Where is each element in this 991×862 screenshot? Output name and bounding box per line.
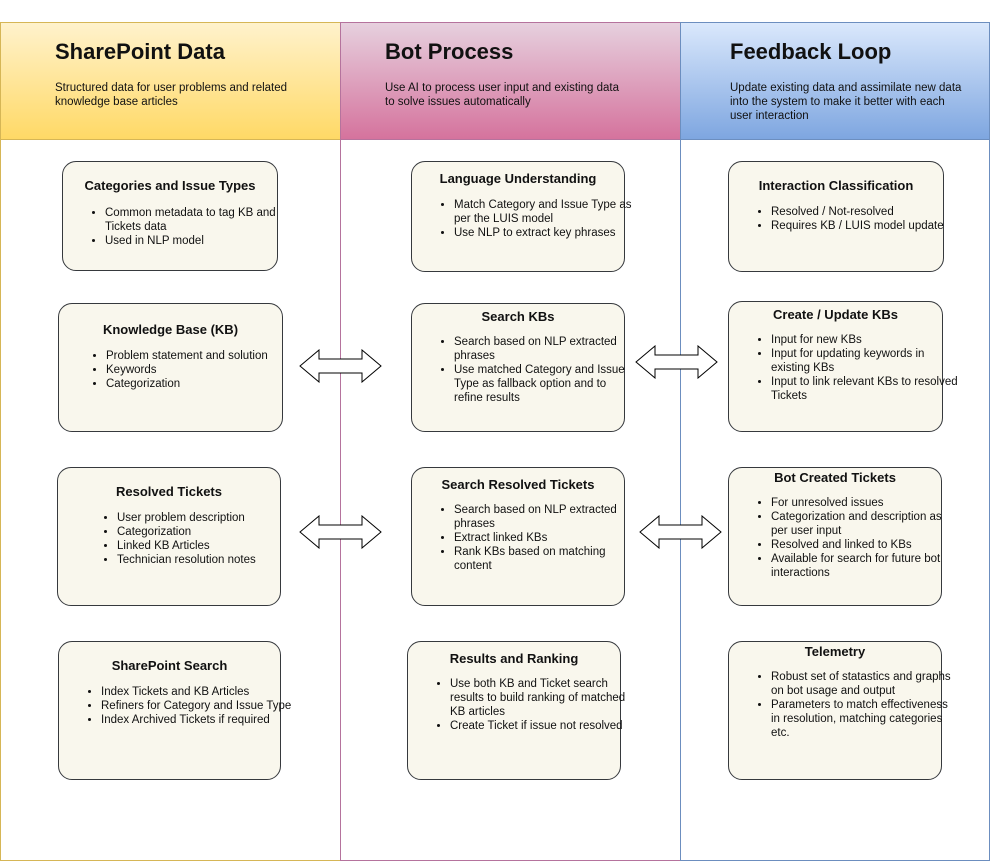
card-title: Telemetry [804, 644, 866, 659]
list-item: Search based on NLP extracted phrases [454, 335, 634, 363]
card-bot-created-tickets: Bot Created Tickets For unresolved issue… [728, 467, 942, 606]
list-item: Refiners for Category and Issue Type [101, 699, 297, 713]
card-knowledge-base: Knowledge Base (KB) Problem statement an… [58, 303, 283, 432]
column-header: Feedback Loop Update existing data and a… [681, 23, 989, 140]
card-create-update-kbs: Create / Update KBs Input for new KBs In… [728, 301, 958, 432]
column-bot-process: Bot Process Use AI to process user input… [340, 22, 681, 861]
list-item: Requires KB / LUIS model update [771, 219, 951, 233]
card-title: Search Resolved Tickets [441, 477, 595, 492]
double-arrow-icon [635, 345, 718, 379]
column-feedback-loop: Feedback Loop Update existing data and a… [680, 22, 990, 861]
double-arrow-icon [639, 515, 722, 549]
column-sharepoint-data: SharePoint Data Structured data for user… [0, 22, 341, 861]
column-title: SharePoint Data [55, 39, 225, 64]
card-title: Categories and Issue Types [84, 178, 256, 193]
column-header: SharePoint Data Structured data for user… [1, 23, 340, 140]
list-item: Categorization and description as per us… [771, 510, 959, 538]
card-list: Use both KB and Ticket search results to… [432, 677, 638, 733]
card-list: Input for new KBs Input for updating key… [753, 333, 959, 403]
list-item: Linked KB Articles [117, 539, 297, 553]
card-list: Search based on NLP extracted phrases Us… [436, 335, 634, 405]
list-item: Resolved and linked to KBs [771, 538, 959, 552]
column-subtitle: Structured data for user problems and re… [55, 82, 288, 108]
card-sharepoint-search: SharePoint Search Index Tickets and KB A… [58, 641, 291, 780]
list-item: Available for search for future bot inte… [771, 552, 959, 580]
card-list: For unresolved issues Categorization and… [753, 496, 959, 580]
list-item: Index Archived Tickets if required [101, 713, 297, 727]
card-results-ranking: Results and Ranking Use both KB and Tick… [407, 641, 625, 780]
card-list: Resolved / Not-resolved Requires KB / LU… [753, 205, 951, 233]
list-item: Index Tickets and KB Articles [101, 685, 297, 699]
card-title: Language Understanding [439, 171, 597, 186]
card-list: Index Tickets and KB Articles Refiners f… [83, 685, 297, 727]
list-item: Create Ticket if issue not resolved [450, 719, 638, 733]
list-item: Keywords [106, 363, 296, 377]
list-item: Search based on NLP extracted phrases [454, 503, 640, 531]
column-subtitle: Update existing data and assimilate new … [730, 82, 962, 122]
card-list: Search based on NLP extracted phrases Ex… [436, 503, 640, 573]
card-search-kbs: Search KBs Search based on NLP extracted… [411, 303, 625, 432]
card-title: Resolved Tickets [116, 484, 222, 499]
card-telemetry: Telemetry Robust set of statastics and g… [728, 641, 951, 780]
list-item: Extract linked KBs [454, 531, 640, 545]
list-item: Resolved / Not-resolved [771, 205, 951, 219]
list-item: Used in NLP model [105, 234, 283, 248]
list-item: User problem description [117, 511, 297, 525]
card-title: Search KBs [481, 309, 555, 324]
list-item: Input to link relevant KBs to resolved T… [771, 375, 959, 403]
list-item: Input for updating keywords in existing … [771, 347, 959, 375]
double-arrow-icon [299, 349, 382, 383]
column-header: Bot Process Use AI to process user input… [341, 23, 680, 140]
card-title: Knowledge Base (KB) [102, 322, 239, 337]
list-item: Categorization [117, 525, 297, 539]
card-list: Match Category and Issue Type as per the… [436, 198, 642, 240]
card-list: Robust set of statastics and graphs on b… [753, 670, 959, 740]
card-interaction-classification: Interaction Classification Resolved / No… [728, 161, 944, 272]
column-subtitle: Use AI to process user input and existin… [385, 82, 619, 108]
list-item: Technician resolution notes [117, 553, 297, 567]
list-item: Use matched Category and Issue Type as f… [454, 363, 634, 405]
list-item: Use both KB and Ticket search results to… [450, 677, 638, 719]
double-arrow-icon [299, 515, 382, 549]
card-list: Problem statement and solution Keywords … [88, 349, 296, 391]
list-item: Match Category and Issue Type as per the… [454, 198, 642, 226]
list-item: Robust set of statastics and graphs on b… [771, 670, 959, 698]
list-item: For unresolved issues [771, 496, 959, 510]
list-item: Problem statement and solution [106, 349, 296, 363]
card-categories-issue-types: Categories and Issue Types Common metada… [62, 161, 278, 271]
card-title: Interaction Classification [758, 178, 914, 193]
list-item: Categorization [106, 377, 296, 391]
list-item: Parameters to match effectiveness in res… [771, 698, 959, 740]
card-language-understanding: Language Understanding Match Category an… [411, 161, 632, 272]
card-title: SharePoint Search [111, 658, 228, 673]
list-item: Input for new KBs [771, 333, 959, 347]
card-list: Common metadata to tag KB and Tickets da… [87, 206, 283, 248]
card-title: Bot Created Tickets [774, 470, 896, 485]
column-title: Bot Process [385, 39, 514, 64]
card-search-resolved-tickets: Search Resolved Tickets Search based on … [411, 467, 625, 606]
card-title: Create / Update KBs [773, 307, 898, 322]
list-item: Common metadata to tag KB and Tickets da… [105, 206, 283, 234]
column-title: Feedback Loop [730, 39, 892, 64]
card-list: User problem description Categorization … [99, 511, 297, 567]
card-title: Results and Ranking [449, 651, 579, 666]
list-item: Use NLP to extract key phrases [454, 226, 642, 240]
list-item: Rank KBs based on matching content [454, 545, 640, 573]
card-resolved-tickets: Resolved Tickets User problem descriptio… [57, 467, 281, 606]
